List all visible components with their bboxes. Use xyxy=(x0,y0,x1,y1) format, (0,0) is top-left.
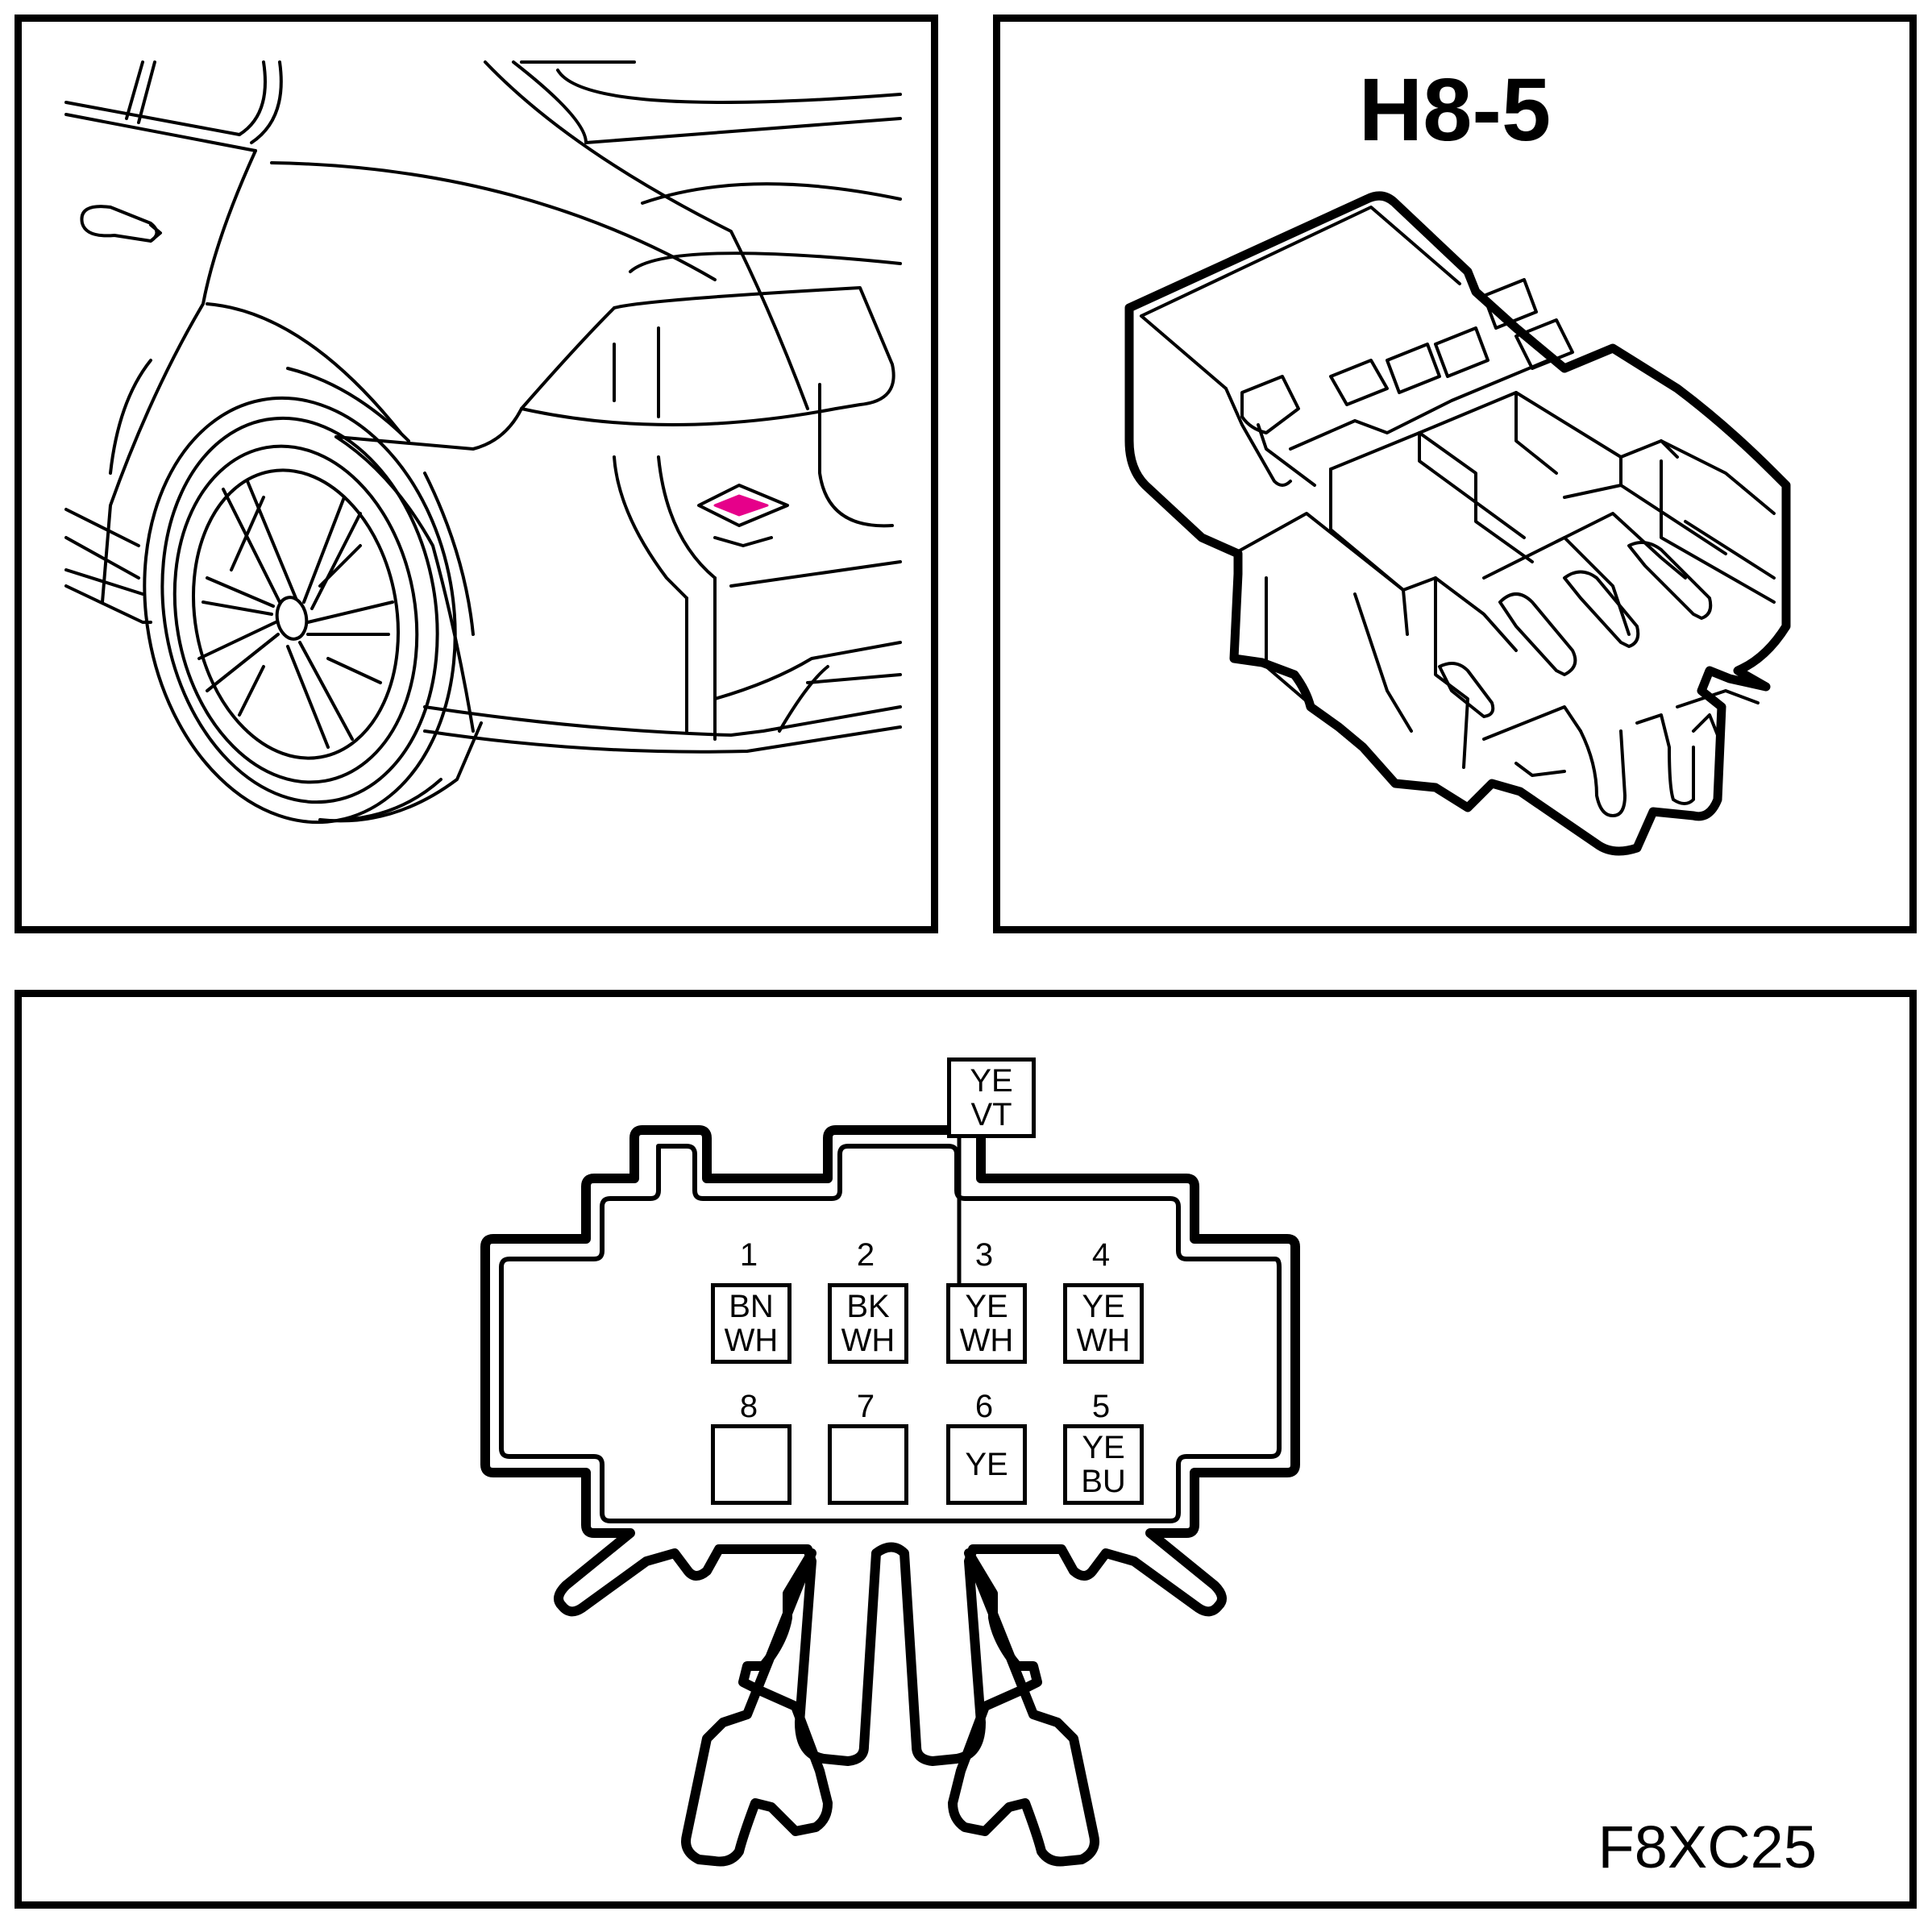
pin-1-number: 1 xyxy=(739,1237,758,1273)
connector-location-marker xyxy=(713,494,769,517)
pin-8-number: 8 xyxy=(739,1389,758,1424)
connector-isometric-drawing xyxy=(1124,191,1791,856)
pin-2-cavity: BK WH xyxy=(828,1283,908,1364)
pin-6-number: 6 xyxy=(974,1389,994,1424)
external-wire-label: YE VT xyxy=(947,1057,1036,1138)
connector-face-panel: YE VT 1 2 3 4 8 7 6 5 BN WH BK WH YE WH … xyxy=(15,990,1917,1909)
figure-code: F8XC25 xyxy=(1598,1814,1817,1880)
pin-1-cavity: BN WH xyxy=(711,1283,791,1364)
pin-3-number: 3 xyxy=(974,1237,994,1273)
pin-3-cavity: YE WH xyxy=(946,1283,1027,1364)
connector-id-label: H8-5 xyxy=(1358,60,1552,160)
connector-iso-panel: H8-5 xyxy=(993,15,1917,933)
vehicle-rear-drawing xyxy=(64,60,902,825)
pin-4-number: 4 xyxy=(1091,1237,1111,1273)
pin-5-number: 5 xyxy=(1091,1389,1111,1424)
pin-2-number: 2 xyxy=(856,1237,875,1273)
pin-7-number: 7 xyxy=(856,1389,875,1424)
location-view-panel xyxy=(15,15,938,933)
pin-5-cavity: YE BU xyxy=(1063,1424,1144,1505)
pin-4-cavity: YE WH xyxy=(1063,1283,1144,1364)
pin-7-cavity xyxy=(828,1424,908,1505)
pin-6-cavity: YE xyxy=(946,1424,1027,1505)
pin-8-cavity xyxy=(711,1424,791,1505)
